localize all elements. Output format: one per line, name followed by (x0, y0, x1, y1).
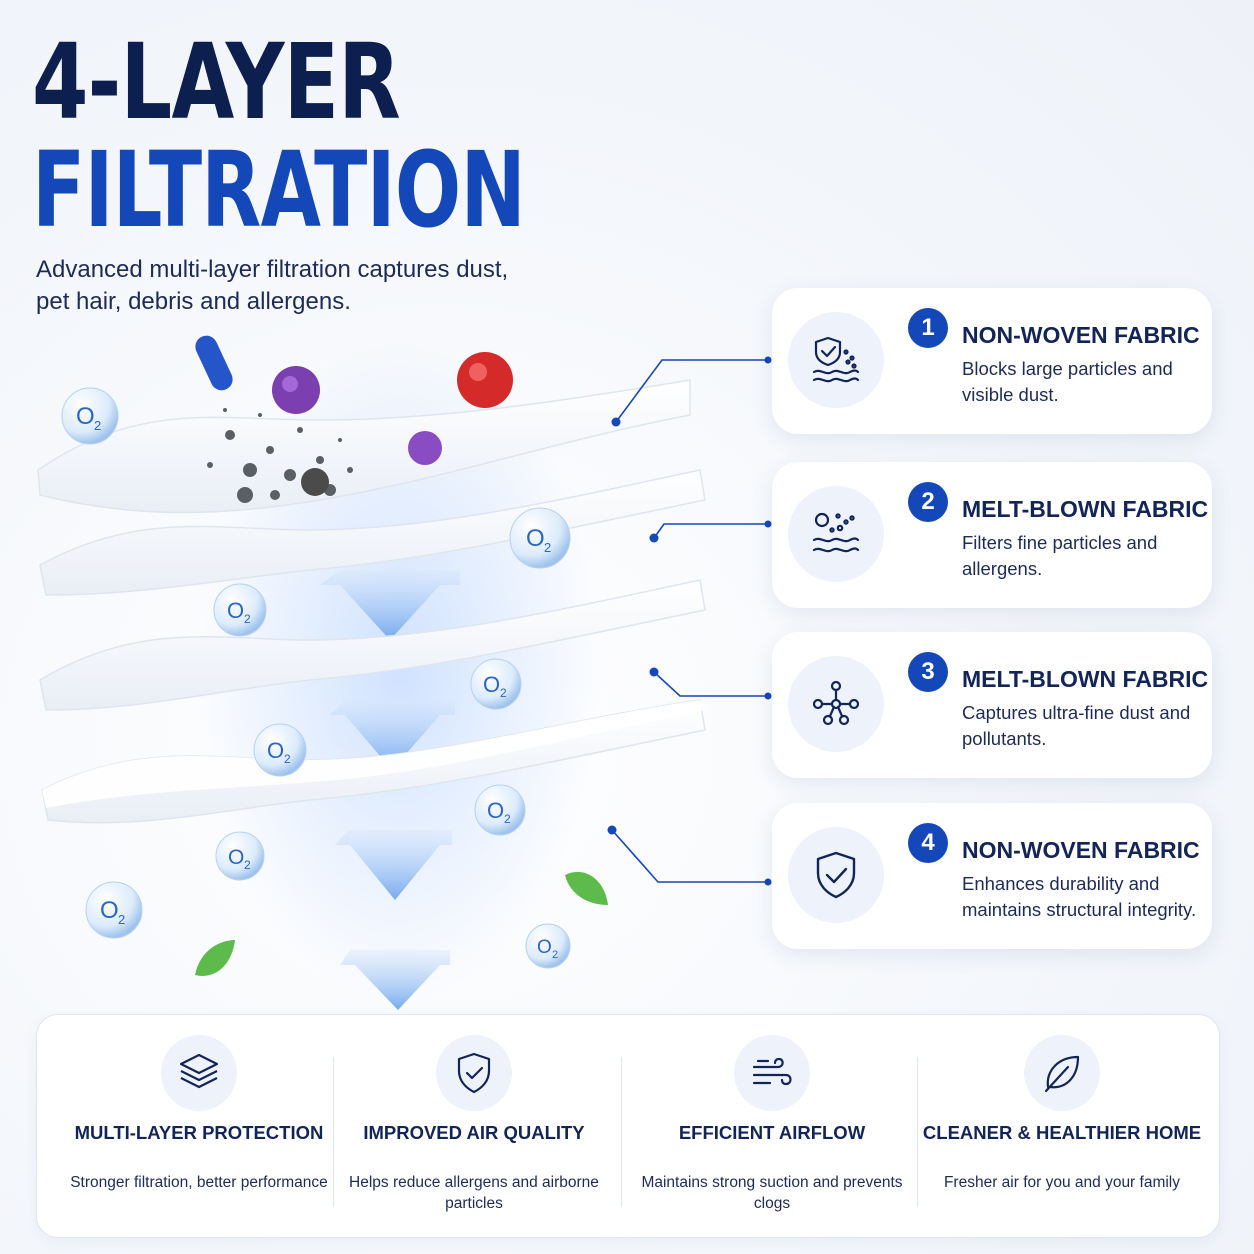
bacteria-blue-icon (195, 335, 233, 391)
benefit-icon-circle (1024, 1035, 1100, 1111)
germ-red-icon (457, 352, 513, 408)
layer-icon-circle (788, 656, 884, 752)
layer-title: NON-WOVEN FABRIC (962, 837, 1200, 863)
dust-particles (207, 398, 353, 503)
layer-number-badge: 1 (908, 308, 948, 348)
layer-description: Filters fine particles and allergens. (962, 532, 1158, 579)
leaf-icon (1044, 1055, 1080, 1093)
benefit-divider (333, 1057, 334, 1207)
airflow-arrows (320, 570, 460, 1010)
molecule-network-icon (812, 680, 860, 726)
benefit-title: IMPROVED AIR QUALITY (363, 1122, 585, 1143)
title-line-1: 4-LAYER (32, 21, 401, 143)
layer-description: Blocks large particles and visible dust. (962, 358, 1173, 405)
germ-dark-icon (301, 468, 329, 496)
svg-text:2: 2 (552, 949, 558, 961)
svg-text:2: 2 (504, 812, 511, 826)
benefit-air-quality: IMPROVED AIR QUALITY Helps reduce allerg… (334, 1015, 614, 1237)
benefit-icon-circle (436, 1035, 512, 1111)
layer-title: MELT-BLOWN FABRIC (962, 496, 1209, 522)
layer-card-1: 1 NON-WOVEN FABRIC Blocks large particle… (772, 288, 1212, 434)
benefit-icon-circle (161, 1035, 237, 1111)
wind-icon (752, 1057, 792, 1086)
svg-text:2: 2 (544, 540, 551, 555)
page-subtitle: Advanced multi-layer filtration captures… (36, 256, 509, 315)
germ-purple-icon (272, 366, 320, 414)
shield-check-icon (816, 851, 856, 899)
layer-card-2: 2 MELT-BLOWN FABRIC Filters fine particl… (772, 462, 1212, 608)
layer-description: Captures ultra-fine dust and pollutants. (962, 702, 1191, 749)
benefit-icon-circle (734, 1035, 810, 1111)
filter-sheet-3 (39, 579, 706, 711)
layer-number-badge: 3 (908, 652, 948, 692)
svg-text:2: 2 (244, 858, 251, 872)
svg-text:O: O (526, 525, 545, 552)
layer-card-4: 4 NON-WOVEN FABRIC Enhances durability a… (772, 803, 1212, 949)
filter-sheet-1 (37, 379, 691, 514)
svg-text:O: O (76, 403, 95, 430)
benefit-description: Maintains strong suction and prevents cl… (641, 1174, 903, 1212)
benefit-multi-layer: MULTI-LAYER PROTECTION Stronger filtrati… (59, 1015, 339, 1237)
layer-icon-circle (788, 312, 884, 408)
shield-particles-icon (812, 336, 860, 383)
particles-waves-icon (812, 512, 860, 553)
connector-lines (607, 356, 772, 886)
benefit-divider (621, 1057, 622, 1207)
layer-description: Enhances durability and maintains struct… (962, 873, 1197, 920)
benefit-title: MULTI-LAYER PROTECTION (74, 1122, 324, 1143)
svg-text:O: O (227, 598, 244, 623)
svg-text:O: O (487, 798, 504, 823)
shield-check-icon (457, 1052, 491, 1094)
layer-title: MELT-BLOWN FABRIC (962, 666, 1209, 692)
svg-text:O: O (228, 846, 244, 869)
layer-icon-circle (788, 827, 884, 923)
svg-text:2: 2 (94, 418, 101, 433)
benefit-title: EFFICIENT AIRFLOW (678, 1122, 866, 1143)
filter-sheet-2 (39, 469, 706, 596)
benefit-description: Fresher air for you and your family (943, 1174, 1181, 1191)
leaf-icon (195, 940, 235, 976)
germ-small-purple-icon (408, 431, 442, 465)
page-title: 4-LAYER FILTRATION (32, 30, 732, 242)
layer-title: NON-WOVEN FABRIC (962, 322, 1200, 348)
svg-text:2: 2 (118, 912, 125, 927)
title-line-2: FILTRATION (32, 129, 526, 251)
benefit-divider (917, 1057, 918, 1207)
benefit-airflow: EFFICIENT AIRFLOW Maintains strong sucti… (632, 1015, 912, 1237)
layer-icon-circle (788, 486, 884, 582)
benefit-title: CLEANER & HEALTHIER HOME (922, 1122, 1202, 1143)
svg-text:O: O (267, 738, 284, 763)
layer-number-badge: 2 (908, 482, 948, 522)
svg-text:2: 2 (284, 752, 291, 766)
benefit-healthier-home: CLEANER & HEALTHIER HOME Fresher air for… (922, 1015, 1202, 1237)
svg-text:O: O (100, 897, 119, 924)
svg-text:O: O (483, 672, 500, 697)
svg-text:2: 2 (244, 612, 251, 626)
layers-icon (179, 1053, 219, 1089)
svg-text:O: O (537, 937, 552, 958)
benefit-description: Stronger filtration, better performance (70, 1174, 328, 1191)
layer-number-badge: 4 (908, 823, 948, 863)
benefit-description: Helps reduce allergens and airborne part… (349, 1174, 599, 1212)
benefits-panel: MULTI-LAYER PROTECTION Stronger filtrati… (36, 1014, 1220, 1238)
leaf-icon (565, 871, 608, 905)
svg-text:2: 2 (500, 686, 507, 700)
layer-card-3: 3 MELT-BLOWN FABRIC Captures ultra-fine … (772, 632, 1212, 778)
